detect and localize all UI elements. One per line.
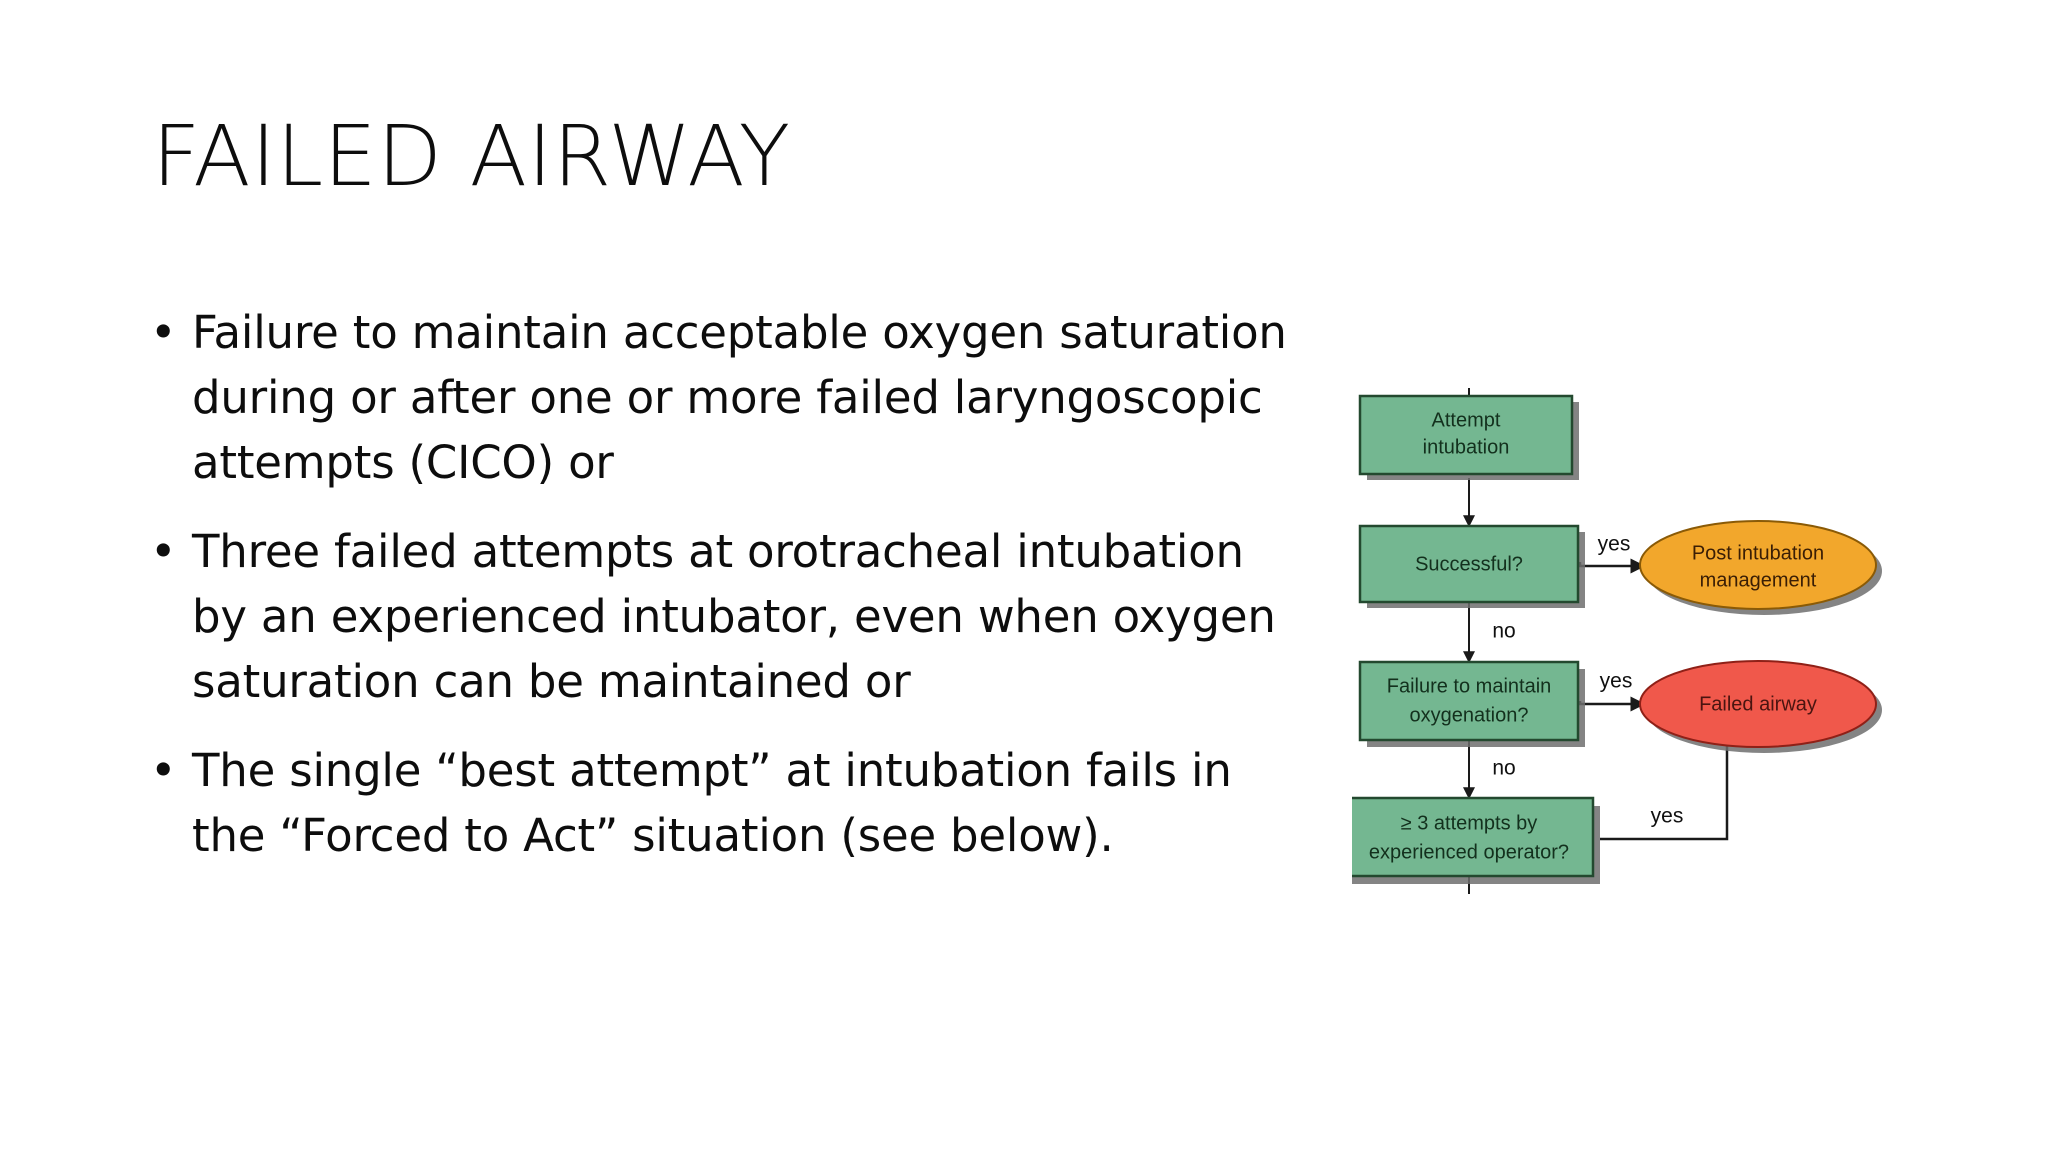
page-title: FAILED AIRWAY	[152, 107, 791, 205]
flowchart-edge-labels: yes no yes no yes	[1492, 533, 1683, 828]
flow-node-three-attempts: ≥ 3 attempts by experienced operator?	[1352, 796, 1600, 884]
flow-node-post-intubation-management: Post intubation management	[1639, 520, 1882, 615]
flow-node-label: management	[1700, 569, 1817, 591]
edge-label-yes-attempts3: yes	[1651, 805, 1684, 828]
bullet-marker-icon: •	[150, 744, 177, 797]
flow-node-label: Attempt	[1432, 409, 1501, 431]
flow-node-failed-airway: Failed airway	[1639, 660, 1882, 753]
bullet-text: Three failed attempts at orotracheal int…	[192, 525, 1276, 708]
flow-node-failure-to-maintain-oxygenation: Failure to maintain oxygenation?	[1358, 660, 1585, 747]
edge-successful-to-post	[1578, 558, 1646, 574]
flow-node-label: Post intubation	[1692, 542, 1824, 564]
failed-airway-flowchart-image: Attempt intubation Successful? Post intu…	[1352, 374, 1992, 904]
edge-oxygenation-to-failed	[1578, 696, 1646, 712]
flow-node-successful: Successful?	[1358, 524, 1585, 608]
list-item: • Three failed attempts at orotracheal i…	[150, 519, 1310, 714]
edge-attempts3-to-failed	[1600, 730, 1735, 841]
flow-node-label: Failure to maintain	[1387, 675, 1552, 697]
bullet-text: The single “best attempt” at intubation …	[192, 744, 1232, 862]
list-item: • The single “best attempt” at intubatio…	[150, 738, 1310, 868]
flow-node-label: experienced operator?	[1369, 841, 1569, 863]
bullet-text: Failure to maintain acceptable oxygen sa…	[192, 306, 1287, 489]
edge-label-no-successful: no	[1492, 620, 1515, 643]
list-item: • Failure to maintain acceptable oxygen …	[150, 300, 1310, 495]
edge-label-yes-oxygenation: yes	[1600, 670, 1633, 693]
flow-node-label: Successful?	[1415, 553, 1523, 575]
bullet-list: • Failure to maintain acceptable oxygen …	[150, 300, 1310, 892]
edge-label-yes-successful: yes	[1598, 533, 1631, 556]
flow-node-label: Failed airway	[1699, 693, 1817, 715]
bullet-marker-icon: •	[150, 306, 177, 359]
bullet-marker-icon: •	[150, 525, 177, 578]
edge-label-no-oxygenation: no	[1492, 757, 1515, 780]
flow-node-label: intubation	[1423, 436, 1510, 458]
flow-node-label: ≥ 3 attempts by	[1401, 812, 1538, 834]
flow-node-attempt-intubation: Attempt intubation	[1358, 394, 1579, 480]
flow-node-label: oxygenation?	[1410, 704, 1529, 726]
